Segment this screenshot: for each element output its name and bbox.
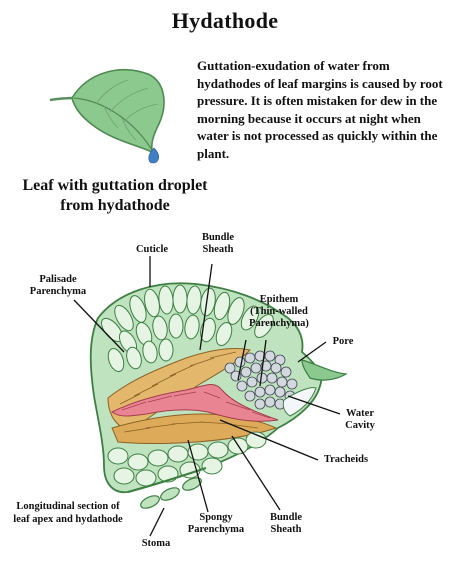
label-spongy: Spongy Parenchyma: [187, 512, 245, 535]
label-cuticle: Cuticle: [135, 244, 169, 255]
label-palisade: Palisade Parenchyma: [29, 274, 87, 297]
tracheid-strand: [111, 384, 279, 422]
bundle-sheath-cells: [119, 351, 259, 433]
label-pointers: [73, 256, 341, 537]
leaf-section: [89, 282, 348, 509]
label-tracheids: Tracheids: [323, 454, 369, 465]
leaf-blade: [71, 69, 165, 154]
label-bundle-sheath-bottom: Bundle Sheath: [269, 512, 303, 535]
label-bundle-sheath-top: Bundle Sheath: [201, 232, 235, 255]
section-caption: Longitudinal section of leaf apex and hy…: [13, 501, 123, 525]
label-water-cavity: Water Cavity: [345, 408, 375, 431]
page-title: Hydathode: [171, 8, 279, 33]
stoma-cells: [140, 477, 202, 509]
guttation-droplet: [148, 147, 160, 164]
bundle-sheath-lower-band: [111, 413, 278, 444]
guttation-description: Guttation-exudation of water from hydath…: [197, 58, 443, 161]
leaf-midrib: [73, 97, 153, 151]
palisade-cells: [101, 284, 274, 373]
label-pore: Pore: [332, 336, 354, 347]
leaf-caption: Leaf with guttation droplet from hydatho…: [22, 177, 208, 214]
leaf-illustration: [49, 69, 165, 164]
water-cavity: [282, 387, 317, 417]
label-epithem: Epithem (Thin-walled Parenchyma): [249, 294, 309, 329]
label-stoma: Stoma: [141, 538, 171, 549]
pore-tip: [301, 359, 348, 381]
leaf-vein: [95, 79, 159, 141]
epithem-cells: [224, 350, 298, 410]
tracheid-lines: [121, 391, 271, 419]
